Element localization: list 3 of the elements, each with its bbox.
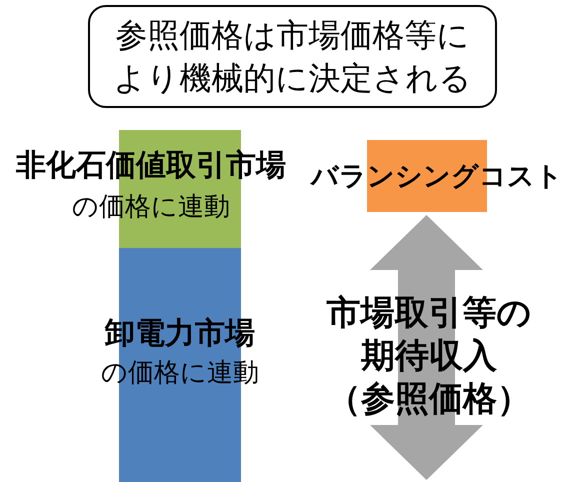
callout-box (88, 5, 497, 108)
callout-text: 参照価格は市場価格等により機械的に決定される (112, 14, 472, 98)
arrow-label: 市場取引等の期待収入（参照価格） (326, 292, 532, 421)
